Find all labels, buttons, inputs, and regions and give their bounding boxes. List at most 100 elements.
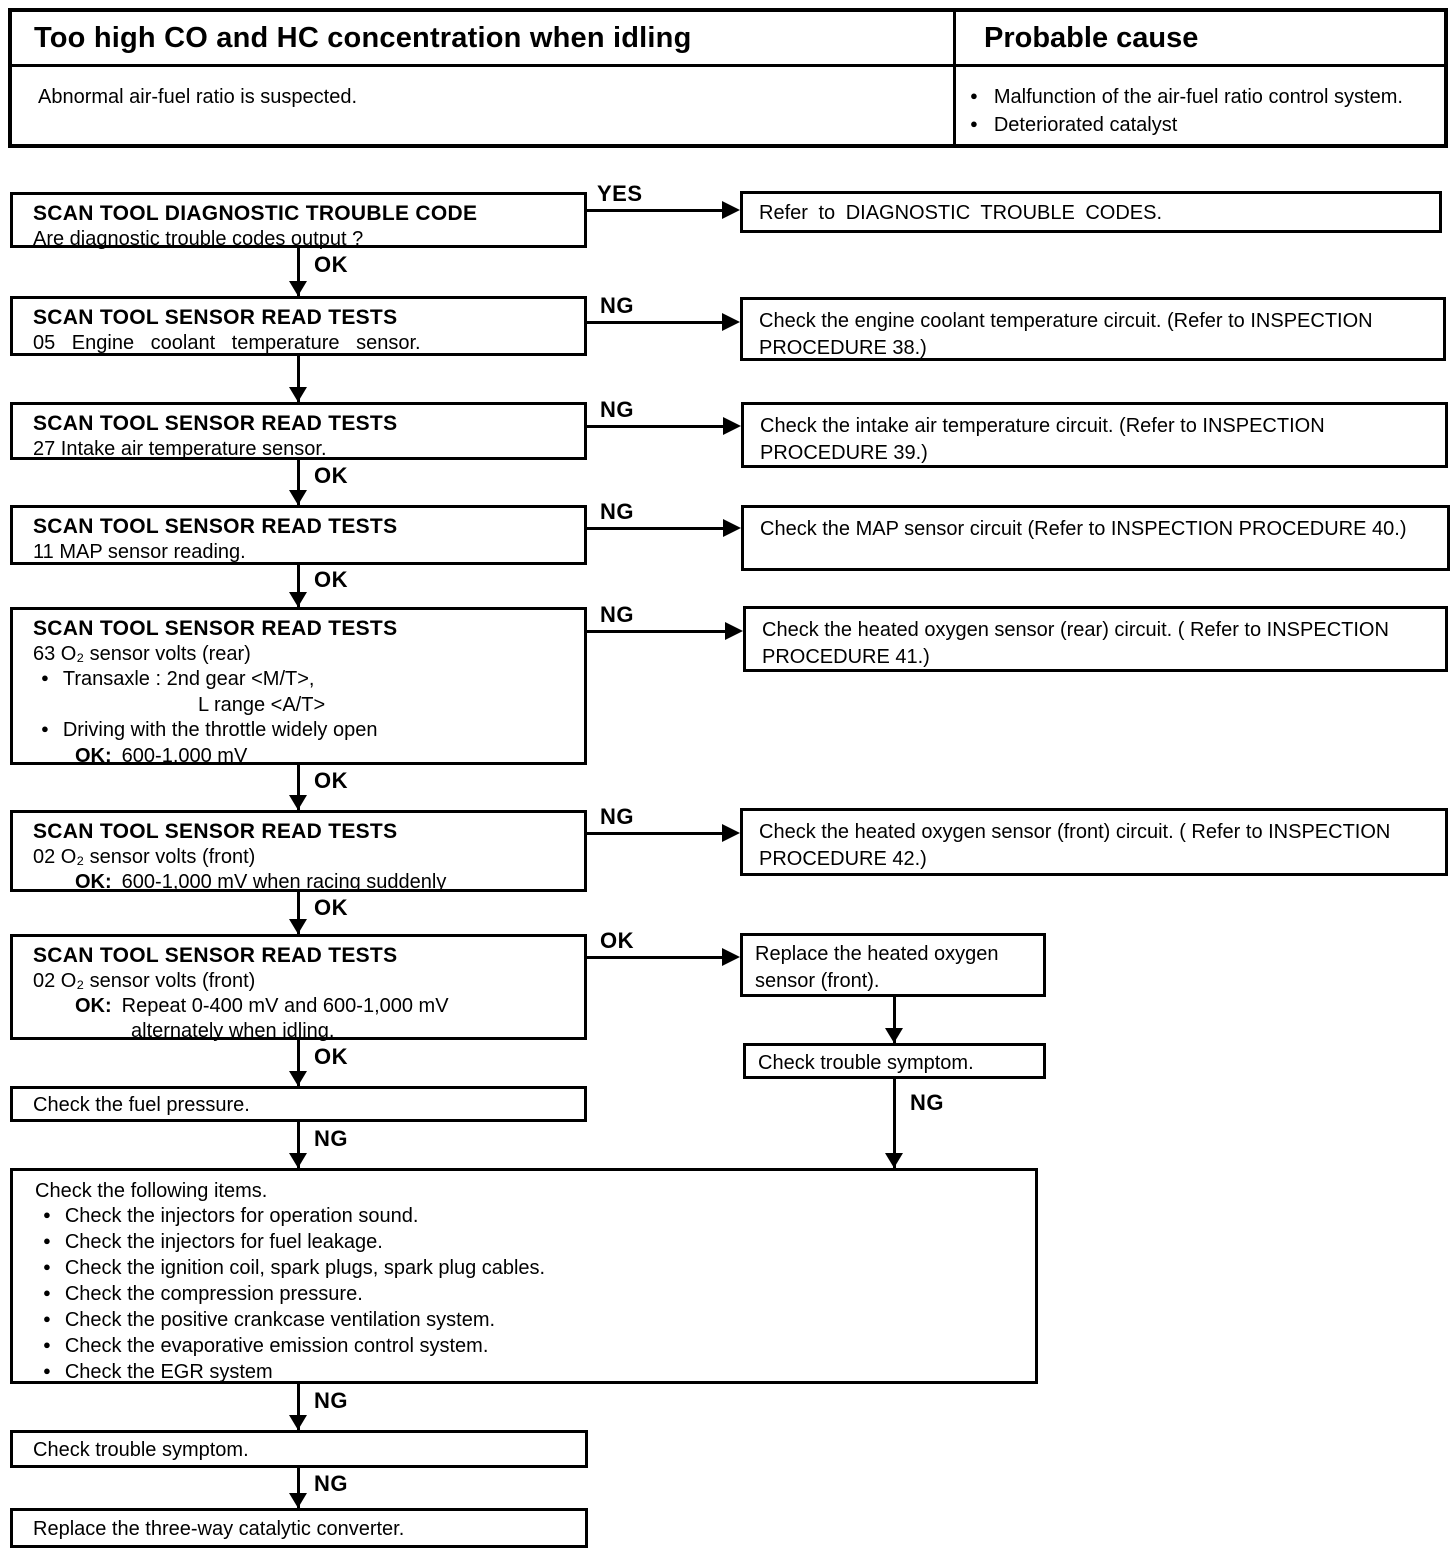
- step-item: 05 Engine coolant temperature sensor.: [33, 332, 421, 354]
- step-title: SCAN TOOL DIAGNOSTIC TROUBLE CODE: [33, 202, 478, 225]
- check-item-text: Check the evaporative emission control s…: [64, 1335, 489, 1357]
- step-item: 11 MAP sensor reading.: [33, 541, 246, 563]
- connector-line: [587, 630, 726, 633]
- step-map-read: SCAN TOOL SENSOR READ TESTS 11 MAP senso…: [10, 505, 587, 565]
- ok-prefix: OK:: [75, 871, 112, 893]
- connector-line: [587, 321, 723, 324]
- symptom-description: Abnormal air-fuel ratio is suspected.: [38, 86, 358, 108]
- bullet-icon: ●: [43, 1207, 51, 1222]
- ok-label: OK: [314, 567, 348, 592]
- check-item-text: Check the injectors for fuel leakage.: [64, 1231, 383, 1253]
- ok-prefix: OK:: [75, 745, 112, 767]
- connector-line: [587, 209, 723, 212]
- connector-line: [297, 460, 300, 505]
- arrow-down-icon: [289, 387, 307, 402]
- check-item: ●Check the positive crankcase ventilatio…: [35, 1308, 1027, 1334]
- step-title: SCAN TOOL SENSOR READ TESTS: [33, 412, 398, 435]
- connector-line: [297, 565, 300, 607]
- step-o2-rear-read: SCAN TOOL SENSOR READ TESTS 63 O₂ sensor…: [10, 607, 587, 767]
- arrow-down-icon: [885, 1153, 903, 1168]
- step-o2-front-idle: SCAN TOOL SENSOR READ TESTS 02 O₂ sensor…: [10, 934, 587, 1042]
- connector-line: [893, 1079, 896, 1168]
- bullet-icon: ●: [43, 1233, 51, 1248]
- arrow-right-icon: [722, 313, 740, 331]
- connector-line: [297, 356, 300, 402]
- bullet-icon: ●: [41, 670, 49, 685]
- connector-line: [297, 1468, 300, 1508]
- ok-label: OK: [314, 463, 348, 488]
- arrow-right-icon: [723, 417, 741, 435]
- step-title: SCAN TOOL SENSOR READ TESTS: [33, 515, 398, 538]
- condition-text: Driving with the throttle widely open: [62, 719, 378, 741]
- probable-cause-item: ● Deteriorated catalyst: [970, 112, 1403, 140]
- arrow-right-icon: [722, 824, 740, 842]
- bullet-icon: ●: [970, 116, 978, 131]
- probable-cause-text: Deteriorated catalyst: [993, 114, 1178, 136]
- ng-label: NG: [600, 397, 634, 422]
- connector-line: [297, 1040, 300, 1086]
- arrow-down-icon: [289, 1071, 307, 1086]
- step-text: Check trouble symptom.: [33, 1439, 249, 1461]
- result-o2-front-circuit: Check the heated oxygen sensor (front) c…: [740, 808, 1448, 876]
- ok-label: OK: [314, 768, 348, 793]
- result-iat-circuit: Check the intake air temperature circuit…: [741, 402, 1448, 468]
- result-text: Check the intake air temperature circuit…: [760, 415, 1325, 464]
- bullet-icon: ●: [43, 1337, 51, 1352]
- connector-line: [297, 765, 300, 810]
- step-question: Are diagnostic trouble codes output ?: [33, 228, 364, 250]
- ok-value: 600-1,000 mV when racing suddenly: [121, 871, 447, 893]
- connector-line: [297, 892, 300, 934]
- step-fuel-pressure: Check the fuel pressure.: [10, 1086, 587, 1122]
- step-ect-read: SCAN TOOL SENSOR READ TESTS 05 Engine co…: [10, 296, 587, 356]
- check-item-text: Check the compression pressure.: [64, 1283, 363, 1305]
- step-title: SCAN TOOL SENSOR READ TESTS: [33, 617, 398, 640]
- check-item: ● Check the injectors for fuel leakage.: [35, 1230, 1027, 1256]
- ok-prefix: OK:: [75, 995, 112, 1017]
- connector-line: [893, 997, 896, 1043]
- result-ect-circuit: Check the engine coolant temperature cir…: [740, 297, 1446, 361]
- step-item: 27 Intake air temperature sensor.: [33, 438, 327, 460]
- step-item: 02 O₂ sensor volts (front): [33, 970, 256, 992]
- symptom-title: Too high CO and HC concentration when id…: [34, 22, 692, 54]
- condition-continuation: L range <A/T>: [198, 694, 326, 716]
- result-text: Replace the heated oxygen sensor (front)…: [755, 943, 999, 992]
- step-condition: ●Driving with the throttle widely open: [33, 718, 576, 744]
- ng-label: NG: [314, 1471, 348, 1496]
- check-item-text: Check the injectors for operation sound.: [64, 1205, 419, 1227]
- step-check-trouble-symptom: Check trouble symptom.: [10, 1430, 588, 1468]
- step-text: Replace the three-way catalytic converte…: [33, 1518, 405, 1540]
- step-iat-read: SCAN TOOL SENSOR READ TESTS 27 Intake ai…: [10, 402, 587, 460]
- arrow-right-icon: [725, 622, 743, 640]
- ok-value-continuation: alternately when idling.: [131, 1020, 335, 1042]
- check-item-text: Check the EGR system: [64, 1361, 273, 1383]
- bullet-icon: ●: [43, 1311, 51, 1326]
- ng-label: NG: [910, 1090, 944, 1115]
- arrow-down-icon: [885, 1028, 903, 1043]
- step-text: Check the fuel pressure.: [33, 1094, 250, 1116]
- result-text: Check the engine coolant temperature cir…: [759, 310, 1373, 359]
- step-replace-catalyst: Replace the three-way catalytic converte…: [10, 1508, 588, 1548]
- check-item: ● Check the evaporative emission control …: [35, 1334, 1027, 1360]
- bullet-icon: ●: [43, 1259, 51, 1274]
- check-item-text: Check the ignition coil, spark plugs, sp…: [64, 1257, 546, 1279]
- ok-spec: OK:Repeat 0-400 mV and 600-1,000 mV: [75, 994, 576, 1019]
- ok-value: 600-1,000 mV: [121, 745, 248, 767]
- connector-line: [297, 1384, 300, 1430]
- arrow-down-icon: [289, 281, 307, 296]
- ok-label: OK: [600, 928, 634, 953]
- step-check-items: Check the following items. ● Check the in…: [10, 1168, 1038, 1384]
- probable-cause-list: ●Malfunction of the air-fuel ratio contr…: [970, 84, 1403, 140]
- connector-line: [587, 425, 724, 428]
- step-condition: ●Transaxle : 2nd gear <M/T>,: [33, 667, 576, 693]
- ok-spec: OK: 600-1,000 mV: [75, 744, 576, 769]
- step-title: SCAN TOOL SENSOR READ TESTS: [33, 820, 398, 843]
- step-item: 02 O₂ sensor volts (front): [33, 846, 256, 868]
- ok-label: OK: [314, 252, 348, 277]
- step-o2-front-race: SCAN TOOL SENSOR READ TESTS 02 O₂ sensor…: [10, 810, 587, 893]
- connector-line: [297, 1122, 300, 1168]
- bullet-icon: ●: [43, 1285, 51, 1300]
- step-title: Check the following items.: [35, 1180, 268, 1202]
- step-dtc-check: SCAN TOOL DIAGNOSTIC TROUBLE CODE Are di…: [10, 192, 587, 250]
- bullet-icon: ●: [970, 88, 978, 103]
- check-item: ● Check the compression pressure.: [35, 1282, 1027, 1308]
